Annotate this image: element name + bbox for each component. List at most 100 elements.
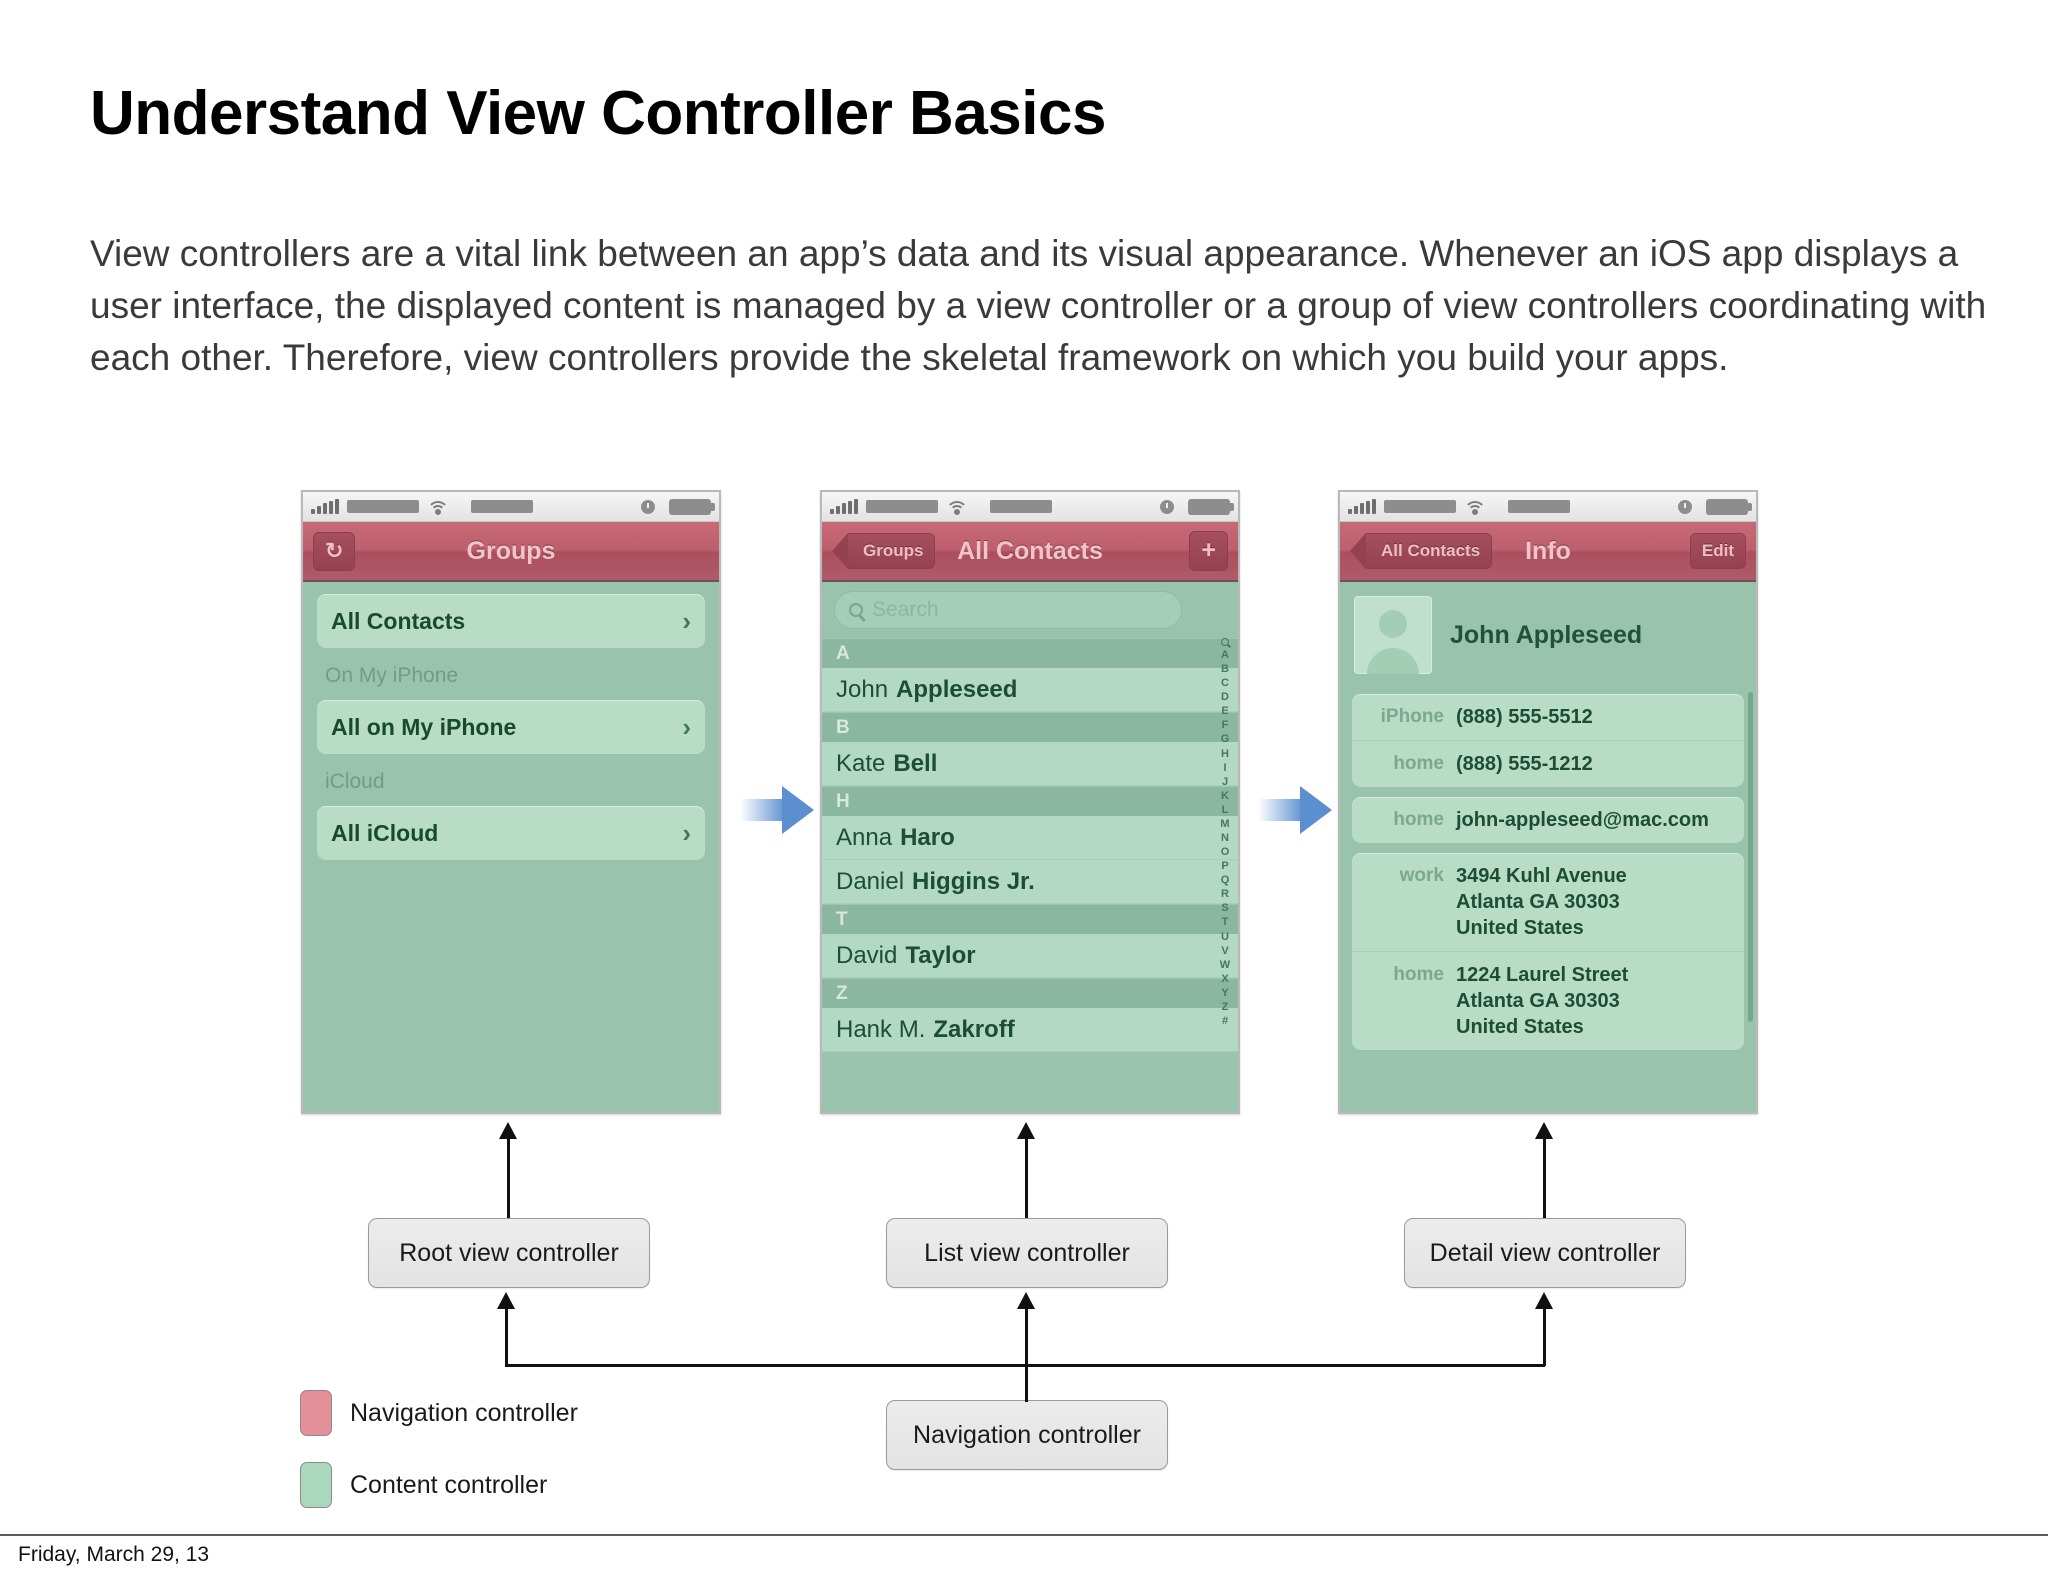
battery-icon — [669, 498, 715, 515]
signal-bars-icon — [1348, 498, 1376, 514]
field-value: (888) 555-5512 — [1456, 706, 1593, 728]
field-value: 1224 Laurel Street Atlanta GA 30303 Unit… — [1456, 964, 1629, 1038]
phone-numbers-card: iPhone (888) 555-5512 home (888) 555-121… — [1352, 694, 1744, 787]
contact-row-daniel-higgins[interactable]: Daniel Higgins Jr. — [822, 860, 1238, 904]
index-letter[interactable]: U — [1221, 930, 1229, 943]
avatar-head-shape — [1379, 610, 1407, 638]
navigation-bar: ↻ Groups — [303, 522, 719, 582]
contact-row-john-appleseed[interactable]: John Appleseed — [822, 668, 1238, 712]
field-iphone[interactable]: iPhone (888) 555-5512 — [1352, 694, 1744, 741]
index-letter[interactable]: # — [1221, 1015, 1229, 1028]
refresh-button[interactable]: ↻ — [313, 531, 356, 571]
index-letter[interactable]: C — [1221, 677, 1229, 690]
contact-name: John Appleseed — [1450, 620, 1643, 649]
index-letter[interactable]: Q — [1220, 874, 1230, 887]
index-letter[interactable]: K — [1221, 789, 1229, 802]
index-letter[interactable]: D — [1221, 691, 1229, 704]
index-letter[interactable]: B — [1221, 663, 1229, 676]
index-letter[interactable]: S — [1221, 902, 1229, 915]
carrier-name-block — [347, 500, 419, 513]
field-work-address[interactable]: work 3494 Kuhl Avenue Atlanta GA 30303 U… — [1352, 853, 1744, 952]
connector-detail-arrowhead — [1535, 1122, 1553, 1139]
callout-root-view-controller: Root view controller — [368, 1218, 650, 1288]
index-letter[interactable]: P — [1221, 860, 1229, 873]
arrow-head — [782, 786, 814, 834]
index-letter[interactable]: Y — [1221, 986, 1229, 999]
scroll-indicator[interactable] — [1748, 692, 1753, 1022]
chevron-right-icon: › — [682, 711, 691, 742]
contact-detail: John Appleseed iPhone (888) 555-5512 hom… — [1340, 582, 1756, 1110]
edit-button[interactable]: Edit — [1689, 533, 1746, 569]
footer-divider — [0, 1534, 2048, 1536]
group-row-all-on-my-iphone[interactable]: All on My iPhone › — [317, 700, 705, 754]
contact-row-kate-bell[interactable]: Kate Bell — [822, 742, 1238, 786]
index-letter[interactable]: H — [1221, 747, 1229, 760]
index-letter[interactable]: N — [1221, 832, 1229, 845]
search-index-icon — [1221, 638, 1229, 646]
index-letter[interactable]: X — [1221, 972, 1229, 985]
index-letter[interactable]: A — [1221, 649, 1229, 661]
navigation-bar: Groups All Contacts + — [822, 522, 1238, 582]
field-label: home — [1393, 964, 1444, 985]
contact-last-name: Haro — [900, 823, 955, 851]
index-letter[interactable]: I — [1223, 761, 1227, 774]
contact-last-name: Zakroff — [933, 1015, 1015, 1043]
legend-swatch-content — [300, 1462, 332, 1508]
index-letter[interactable]: T — [1221, 916, 1229, 929]
legend-item-content-controller: Content controller — [300, 1462, 578, 1508]
group-row-all-icloud[interactable]: All iCloud › — [317, 806, 705, 860]
search-input[interactable]: Search — [834, 591, 1182, 629]
back-button-all-contacts[interactable]: All Contacts — [1349, 533, 1493, 569]
alarm-clock-icon — [641, 499, 655, 514]
index-letter[interactable]: W — [1219, 958, 1231, 971]
contact-first-name: Daniel — [836, 867, 905, 895]
signal-bars-icon — [830, 498, 858, 514]
index-letter[interactable]: G — [1220, 733, 1230, 746]
avatar-torso-shape — [1367, 648, 1419, 674]
email-card: home john-appleseed@mac.com — [1352, 797, 1744, 843]
nav-bus-stem — [1025, 1364, 1028, 1402]
contact-row-david-taylor[interactable]: David Taylor — [822, 934, 1238, 978]
section-header-h: H — [822, 786, 1238, 816]
time-block — [990, 500, 1052, 513]
index-letter[interactable]: E — [1221, 705, 1229, 718]
index-letter[interactable]: Z — [1221, 1000, 1229, 1013]
page-title: Understand View Controller Basics — [90, 79, 1106, 148]
contact-row-anna-haro[interactable]: Anna Haro — [822, 816, 1238, 860]
contact-first-name: David — [836, 941, 898, 969]
field-home-address[interactable]: home 1224 Laurel Street Atlanta GA 30303… — [1352, 952, 1744, 1050]
index-letter[interactable]: V — [1221, 944, 1229, 957]
group-row-all-contacts[interactable]: All Contacts › — [317, 594, 705, 648]
field-label: iPhone — [1380, 706, 1444, 727]
search-icon — [849, 603, 863, 617]
refresh-icon: ↻ — [325, 537, 344, 563]
back-button-groups[interactable]: Groups — [831, 533, 936, 569]
contact-last-name: Taylor — [905, 941, 976, 969]
contact-header: John Appleseed — [1340, 582, 1756, 684]
legend: Navigation controller Content controller — [300, 1390, 578, 1534]
index-letter[interactable]: M — [1220, 817, 1230, 830]
index-letter[interactable]: O — [1220, 846, 1230, 859]
nav-bus-branch-list — [1025, 1306, 1028, 1366]
flow-arrow-2 — [1258, 786, 1332, 834]
field-home-phone[interactable]: home (888) 555-1212 — [1352, 741, 1744, 787]
add-contact-button[interactable]: + — [1189, 531, 1228, 571]
footer-date: Friday, March 29, 13 — [18, 1543, 210, 1566]
alarm-clock-icon — [1678, 499, 1692, 514]
phone-list-view-controller: Groups All Contacts + Search A John Appl… — [820, 490, 1240, 1114]
wifi-icon — [1464, 499, 1486, 515]
field-home-email[interactable]: home john-appleseed@mac.com — [1352, 797, 1744, 843]
groups-table: All Contacts › On My iPhone All on My iP… — [303, 582, 719, 1110]
callout-detail-view-controller: Detail view controller — [1404, 1218, 1686, 1288]
index-letter[interactable]: R — [1221, 888, 1229, 901]
legend-label: Content controller — [350, 1470, 548, 1499]
chevron-right-icon: › — [682, 817, 691, 848]
contact-row-hank-zakroff[interactable]: Hank M. Zakroff — [822, 1008, 1238, 1052]
index-letter[interactable]: J — [1221, 775, 1229, 788]
index-letter[interactable]: F — [1221, 719, 1229, 732]
contact-first-name: Anna — [836, 823, 893, 851]
search-bar: Search — [822, 582, 1238, 638]
index-letter[interactable]: L — [1221, 803, 1229, 816]
phone-detail-view-controller: All Contacts Info Edit John Appleseed iP… — [1338, 490, 1758, 1114]
